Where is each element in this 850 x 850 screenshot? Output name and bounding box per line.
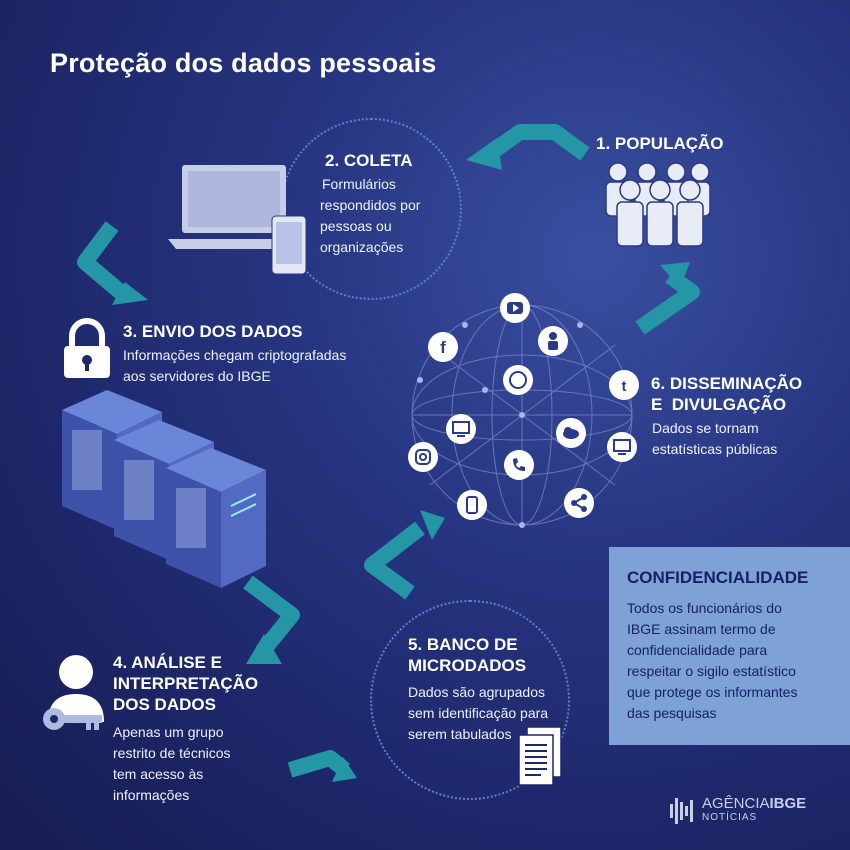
step-envio-title: 3. ENVIO DOS DADOS (123, 322, 303, 341)
logo-ibge: IBGE (769, 795, 807, 812)
step-coleta-text: Formulários respondidos por pessoas ou o… (320, 176, 421, 255)
step-disseminacao-title: 6. DISSEMINAÇÃO E DIVULGAÇÃO (651, 374, 803, 414)
step-analise-text: Apenas um grupo restrito de técnicos tem… (113, 724, 231, 803)
logo-noticias: NOTÍCIAS (702, 812, 758, 823)
arrow-envio-analise (243, 575, 300, 658)
page-title: Proteção dos dados pessoais (50, 48, 437, 78)
arrow-populacao-coleta (487, 124, 590, 161)
step-banco-title: 5. BANCO DE MICRODADOS (408, 635, 527, 675)
cloud-download-icon (556, 418, 586, 448)
instagram-icon (408, 442, 438, 472)
ibge-logo-icon (670, 798, 693, 824)
share-icon (564, 488, 594, 518)
arrow-banco-disseminacao (364, 521, 425, 600)
step-analise-title: 4. ANÁLISE E INTERPRETAÇÃO DOS DADOS (113, 653, 259, 714)
document-icon (518, 726, 562, 786)
laptop-icon (168, 165, 300, 249)
youtube-icon (500, 293, 530, 323)
step-banco-text: Dados são agrupados sem identificação pa… (408, 684, 549, 742)
monitor-icon (607, 432, 637, 462)
banco-dotted-circle (370, 600, 570, 800)
whatsapp-icon (503, 365, 533, 395)
server-icon (62, 390, 266, 588)
monitor-icon (446, 414, 476, 444)
step-disseminacao-text: Dados se tornam estatísticas públicas (652, 420, 778, 457)
svg-text:t: t (622, 378, 627, 395)
network-globe-icon (411, 302, 633, 528)
logo-agencia: AGÊNCIA (702, 795, 770, 812)
arrow-analise-banco (287, 750, 350, 778)
key-icon (43, 708, 102, 730)
arrow-disseminacao-populacao (635, 269, 700, 335)
step-coleta-title: 2. COLETA (325, 151, 413, 170)
confidencialidade-box (609, 547, 850, 745)
group-icon (538, 326, 568, 356)
phone-icon (271, 215, 307, 275)
step-populacao-title: 1. POPULAÇÃO (596, 134, 724, 153)
facebook-icon: f (428, 332, 458, 362)
svg-text:f: f (440, 338, 446, 357)
confidencialidade-title: CONFIDENCIALIDADE (627, 568, 809, 587)
confidencialidade-text: Todos os funcionários do IBGE assinam te… (627, 600, 798, 721)
twitter-icon: t (609, 370, 639, 400)
mobile-icon (457, 490, 487, 520)
step-envio-text: Informações chegam criptografadas aos se… (123, 347, 347, 384)
agencia-ibge-logo: AGÊNCIAIBGE NOTÍCIAS (668, 796, 806, 826)
people-icon (605, 162, 711, 247)
lock-icon (64, 318, 110, 378)
phone-call-icon (504, 450, 534, 480)
arrow-coleta-envio (77, 221, 131, 303)
